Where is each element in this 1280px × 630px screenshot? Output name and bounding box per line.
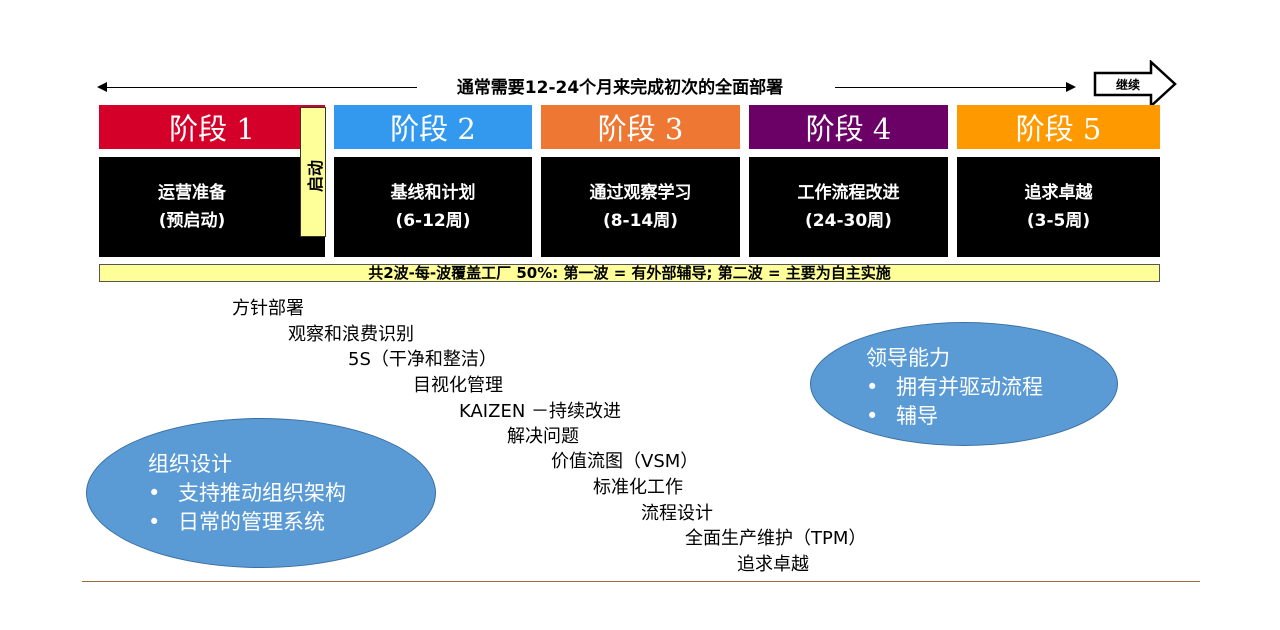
org-design-item-label: 日常的管理系统 — [178, 510, 325, 534]
phase-5-title: 追求卓越 — [1024, 183, 1093, 203]
phase-3-box: 通过观察学习 (8-14周) — [541, 157, 740, 257]
footer-divider — [82, 581, 1200, 582]
leadership-item-label: 拥有并驱动流程 — [896, 375, 1043, 399]
phase-3-title: 通过观察学习 — [589, 183, 692, 203]
phase-1-header-label: 阶段 1 — [169, 112, 255, 146]
wave-bar: 共2波-每-波覆盖工厂 50%: 第一波 = 有外部辅导; 第二波 = 主要为自… — [99, 264, 1160, 282]
timeline-label: 通常需要12-24个月来完成初次的全面部署 — [456, 78, 784, 98]
phase-2-header: 阶段 2 — [334, 105, 532, 149]
leadership-item: • 拥有并驱动流程 — [866, 371, 1043, 401]
phase-5-box: 追求卓越 (3-5周) — [957, 157, 1160, 257]
phase-4-subtitle: (24-30周) — [805, 211, 892, 231]
step-policy-deployment: 方针部署 — [232, 298, 304, 319]
leadership-item-label: 辅导 — [896, 404, 938, 428]
step-vsm: 价值流图（VSM） — [551, 451, 699, 472]
phase-2-title: 基线和计划 — [390, 183, 476, 203]
step-problem-solving: 解决问题 — [507, 426, 579, 447]
phase-4-box: 工作流程改进 (24-30周) — [749, 157, 948, 257]
phase-4-title: 工作流程改进 — [797, 183, 900, 203]
bullet-icon: • — [866, 375, 879, 399]
step-5s: 5S（干净和整洁） — [348, 349, 497, 370]
phase-4-header-label: 阶段 4 — [805, 112, 892, 146]
kickoff-label: 启动 — [306, 159, 325, 193]
phase-5-subtitle: (3-5周) — [1026, 211, 1091, 231]
leadership-ellipse — [810, 322, 1118, 446]
phase-2-subtitle: (6-12周) — [395, 211, 471, 231]
phase-3-header-label: 阶段 3 — [597, 112, 684, 146]
timeline-arrow-left-line — [105, 87, 417, 88]
step-standard-work: 标准化工作 — [593, 477, 683, 498]
phase-5-header-label: 阶段 5 — [1015, 112, 1102, 146]
bullet-icon: • — [148, 510, 161, 534]
step-kaizen: KAIZEN －持续改进 — [459, 401, 621, 422]
org-design-item: • 日常的管理系统 — [148, 506, 325, 536]
step-process-design: 流程设计 — [641, 503, 713, 524]
phase-2-header-label: 阶段 2 — [390, 112, 476, 146]
step-observation-waste: 观察和浪费识别 — [288, 324, 414, 345]
step-tpm: 全面生产维护（TPM） — [685, 528, 867, 549]
phase-1-title: 运营准备 — [158, 183, 226, 203]
phase-1-subtitle: (预启动) — [158, 211, 226, 231]
org-design-item: • 支持推动组织架构 — [148, 477, 346, 507]
leadership-item: • 辅导 — [866, 400, 938, 430]
continue-label: 继续 — [1115, 78, 1140, 92]
org-design-title: 组织设计 — [148, 452, 232, 476]
phase-5-header: 阶段 5 — [957, 105, 1160, 149]
phase-2-box: 基线和计划 (6-12周) — [334, 157, 532, 257]
phase-4-header: 阶段 4 — [749, 105, 948, 149]
bullet-icon: • — [866, 404, 879, 428]
timeline-arrow-right-head — [1066, 82, 1076, 92]
phase-3-subtitle: (8-14周) — [602, 211, 679, 231]
timeline-arrow-left-head — [97, 82, 107, 92]
org-design-item-label: 支持推动组织架构 — [178, 481, 346, 505]
phase-3-header: 阶段 3 — [541, 105, 740, 149]
phase-1-box: 运营准备 (预启动) — [99, 157, 325, 257]
org-design-ellipse — [86, 418, 436, 568]
step-excellence: 追求卓越 — [737, 554, 809, 575]
timeline-arrow-right-line — [835, 87, 1067, 88]
phase-1-header: 阶段 1 — [99, 105, 325, 149]
continue-arrow-icon — [1093, 60, 1177, 108]
step-visual-management: 目视化管理 — [413, 375, 503, 396]
kickoff-tag: 启动 — [300, 107, 326, 237]
leadership-title: 领导能力 — [866, 346, 950, 370]
bullet-icon: • — [148, 481, 161, 505]
